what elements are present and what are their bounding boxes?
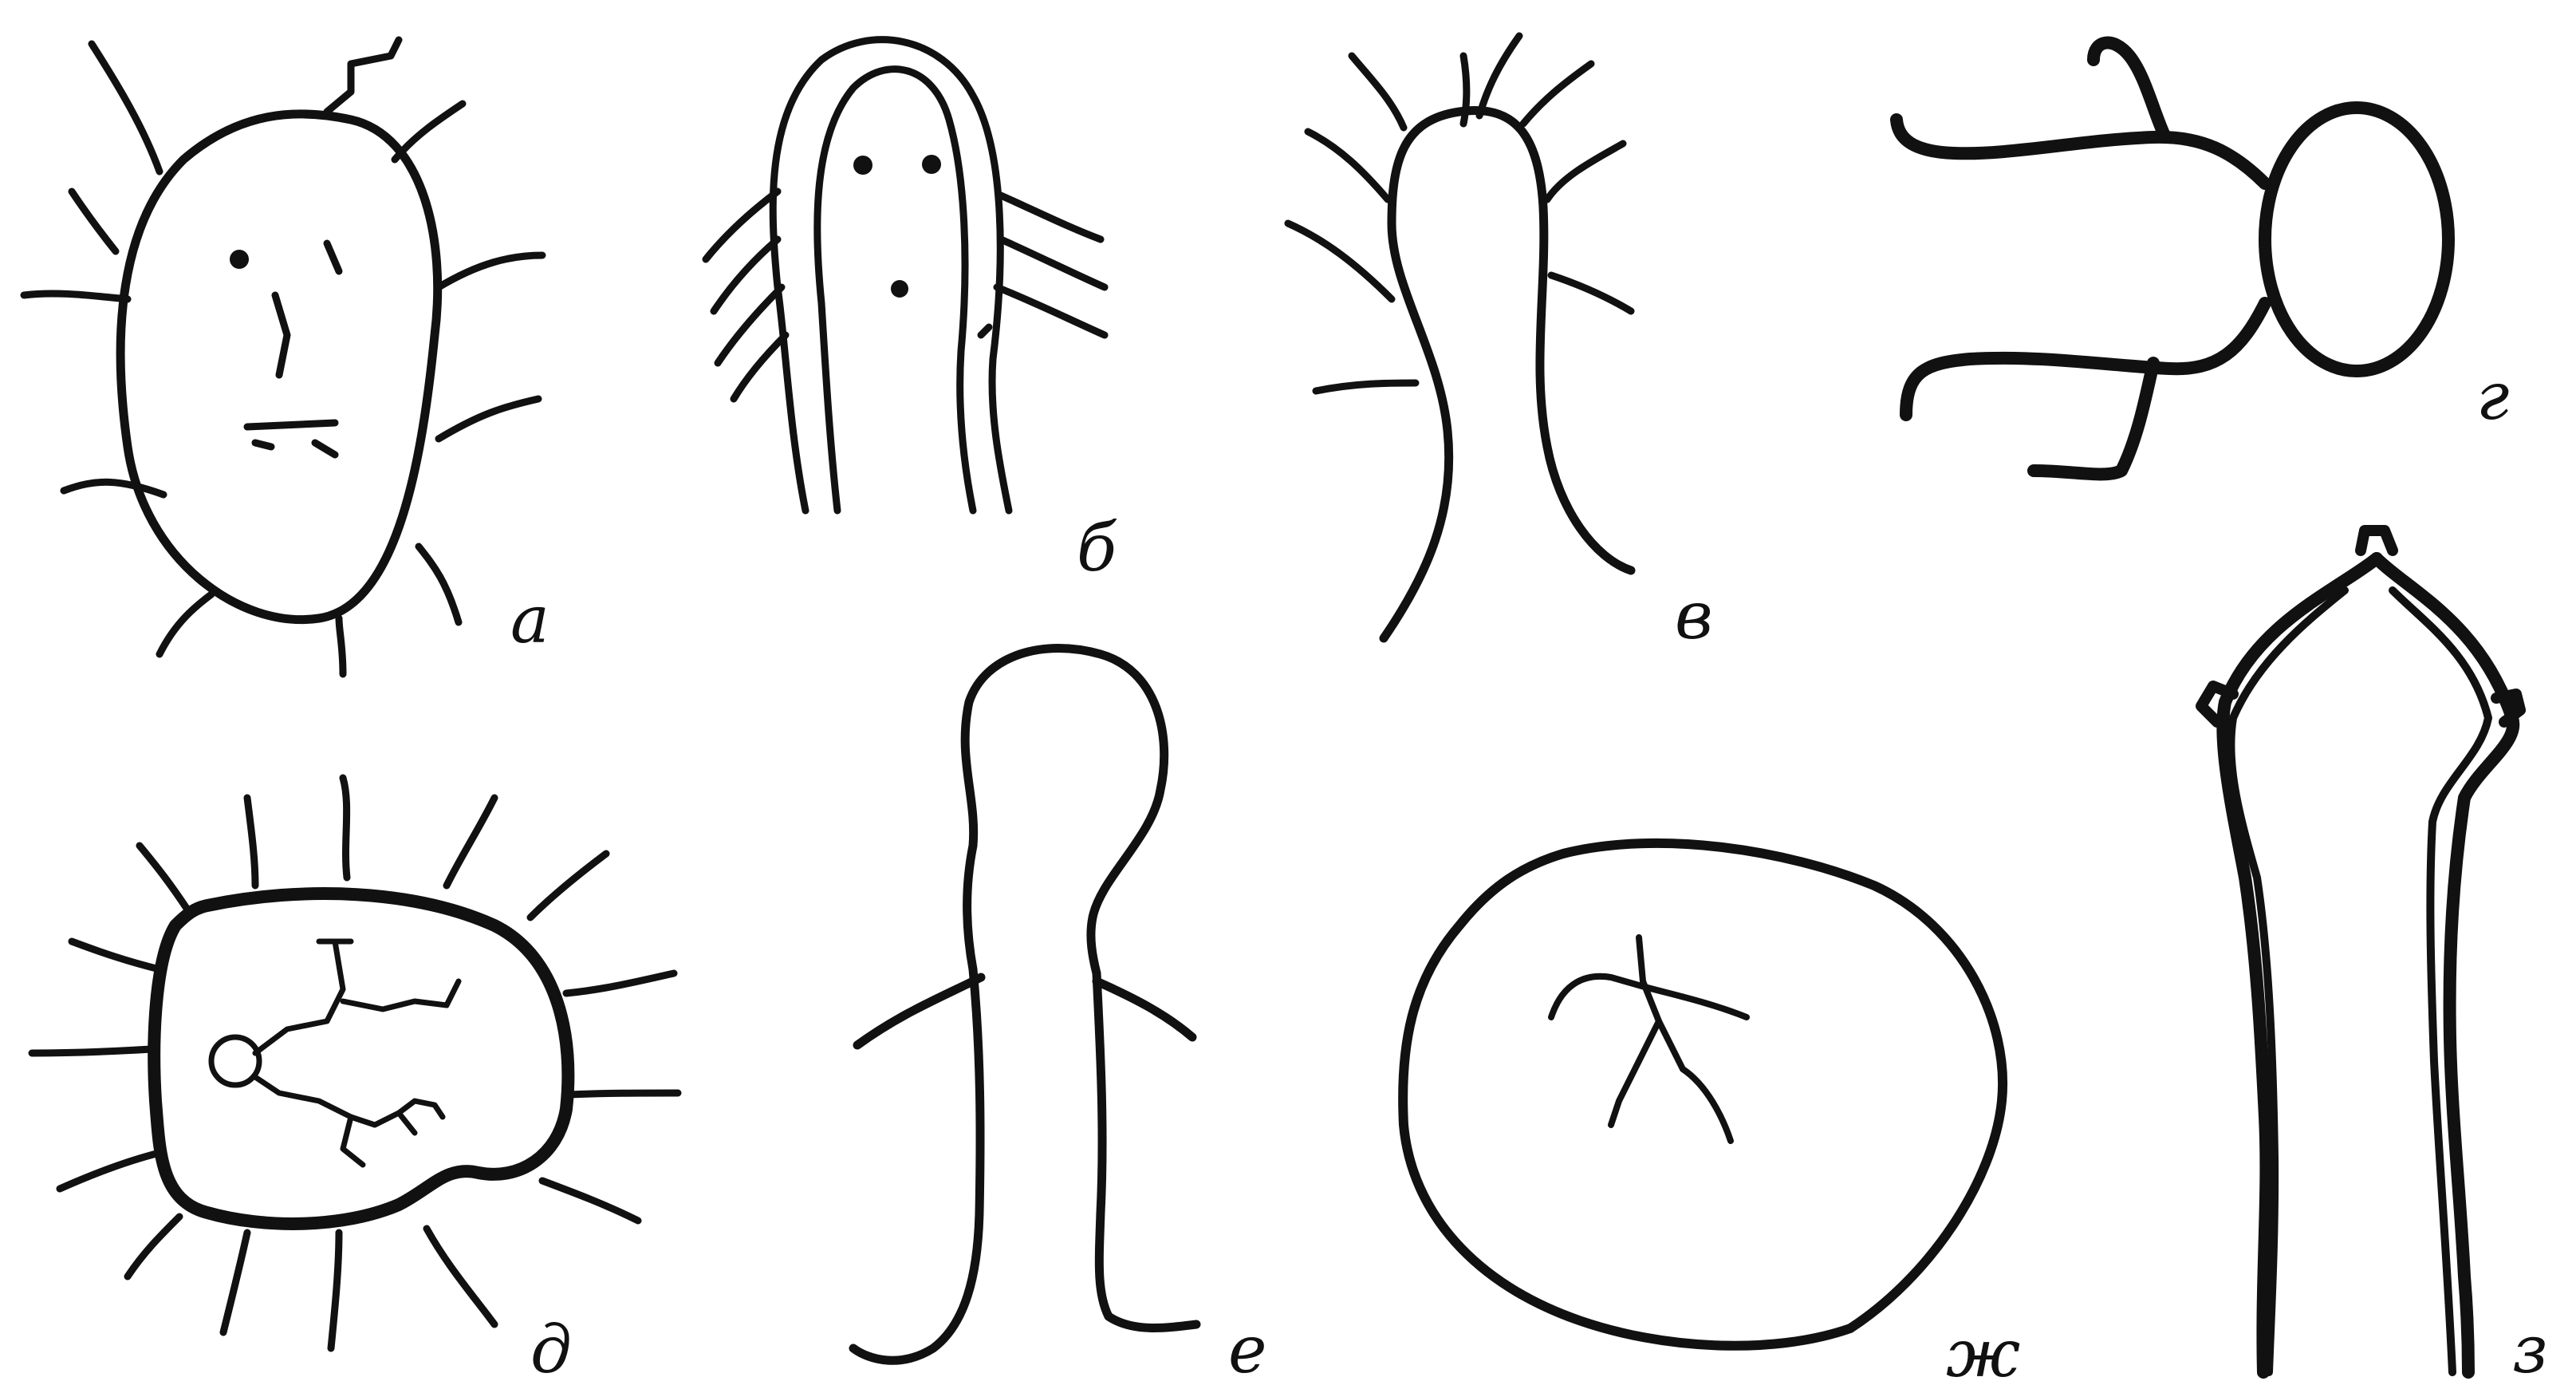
figure-v-rays bbox=[1288, 36, 1631, 391]
figure-z-right-arm-inner bbox=[2393, 590, 2488, 1372]
figure-a-left-eye bbox=[230, 250, 249, 269]
figure-g-head-outline bbox=[2265, 108, 2448, 371]
figure-a-right-eye bbox=[327, 243, 339, 271]
figure-e-arms bbox=[857, 977, 1192, 1045]
figure-b-right-eye bbox=[922, 155, 941, 174]
figure-label-zh: ж bbox=[1946, 1316, 2020, 1385]
figure-d-circle-outline bbox=[154, 894, 568, 1224]
figure-label-a: а bbox=[510, 582, 549, 658]
figure-z-left-arm-inner bbox=[2231, 590, 2345, 1372]
figure-e-body-outline bbox=[853, 969, 980, 1360]
figure-label-v: в bbox=[1675, 578, 1713, 654]
figure-v: в bbox=[1288, 36, 1713, 654]
figure-label-d: д bbox=[530, 1312, 572, 1385]
figure-g: г bbox=[1897, 43, 2509, 475]
figure-label-e: е bbox=[1228, 1312, 1267, 1385]
figure-g-limbs bbox=[1897, 43, 2265, 475]
figure-b-left-eye bbox=[853, 156, 872, 175]
figure-v-body-outline bbox=[1384, 111, 1631, 639]
figure-label-z: з bbox=[2512, 1312, 2548, 1385]
figure-b: б bbox=[706, 40, 1117, 586]
figure-a-mouth bbox=[247, 423, 335, 455]
figure-d-rays bbox=[32, 778, 678, 1348]
figure-label-b: б bbox=[1077, 511, 1117, 586]
figure-d: д bbox=[32, 778, 678, 1385]
figure-zh: ж bbox=[1403, 843, 2020, 1385]
figure-zh-inner-figure bbox=[1551, 937, 1747, 1141]
figure-a-nose bbox=[275, 295, 287, 375]
figure-e-head-outline bbox=[965, 649, 1164, 974]
figure-e: е bbox=[853, 649, 1267, 1385]
figure-z-left-arm bbox=[2223, 558, 2377, 1372]
figure-b-mouth-dot bbox=[891, 280, 908, 298]
figure-a bbox=[24, 40, 542, 674]
figure-z-top-knob bbox=[2361, 531, 2393, 550]
figure-label-g: г bbox=[2476, 359, 2509, 435]
figure-z: з bbox=[2201, 531, 2548, 1385]
figure-d-inner-figure bbox=[211, 941, 459, 1165]
figure-zh-outline bbox=[1403, 843, 2003, 1346]
figure-b-outer-outline bbox=[773, 40, 1009, 511]
